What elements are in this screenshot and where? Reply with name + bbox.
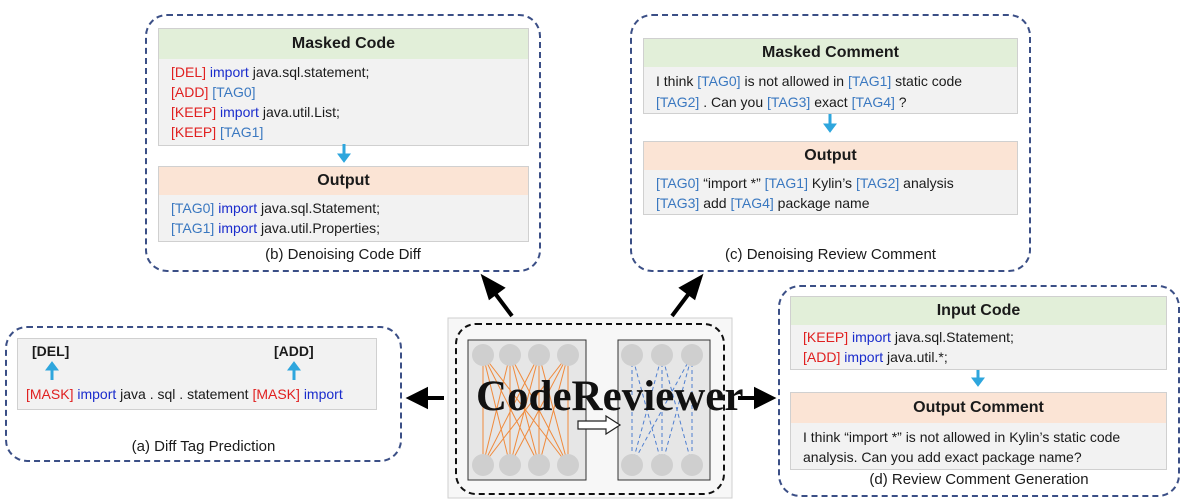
output-header: Output <box>159 167 528 195</box>
neuron-node <box>499 454 521 476</box>
decoder-edge <box>661 354 693 466</box>
panel-diff-tag-prediction <box>5 326 402 462</box>
output-code-box: Output [TAG0] import java.sql.Statement;… <box>158 166 529 242</box>
encoder-edge <box>482 354 540 466</box>
comment-line: [TAG0] “import *” [TAG1] Kylin’s [TAG2] … <box>656 175 954 191</box>
neuron-node <box>621 344 643 366</box>
code-line: [ADD] import java.util.*; <box>803 349 948 365</box>
code-line: [DEL] import java.sql.statement; <box>171 64 370 80</box>
comment-line: I think [TAG0] is not allowed in [TAG1] … <box>656 73 963 89</box>
code-line: [ADD] [TAG0] <box>171 84 256 100</box>
decoder-edges <box>631 354 693 466</box>
comment-line: I think “import *” is not allowed in Kyl… <box>803 429 1121 445</box>
panel-denoising-code-diff <box>145 14 541 272</box>
decoder-edge <box>631 354 663 466</box>
caption-d: (d) Review Comment Generation <box>869 471 1089 488</box>
blue-arrows <box>45 114 985 387</box>
neuron-node <box>499 344 521 366</box>
output-comment-header: Output Comment <box>791 393 1166 423</box>
masked-comment-header: Masked Comment <box>644 39 1017 67</box>
arrow-to-c <box>670 290 692 318</box>
neuron-node <box>681 344 703 366</box>
add-label: [ADD] <box>274 343 314 359</box>
output-comment-tags-box: Output [TAG0] “import *” [TAG1] Kylin’s … <box>643 141 1018 215</box>
neuron-node <box>557 454 579 476</box>
masked-sequence: [MASK] import java . sql . statement [MA… <box>26 386 343 402</box>
encoder-edge <box>509 354 540 466</box>
encoder-to-decoder-arrow <box>577 414 622 436</box>
arrow-to-b <box>492 290 514 318</box>
code-line: [TAG0] import java.sql.Statement; <box>171 200 381 216</box>
code-line: [KEEP] import java.util.List; <box>171 104 340 120</box>
panel-review-comment-generation <box>778 285 1180 497</box>
neuron-node <box>528 454 550 476</box>
encoder-edge <box>509 354 569 466</box>
neuron-node <box>557 344 579 366</box>
neuron-node <box>681 454 703 476</box>
panel-denoising-review-comment <box>630 14 1031 272</box>
del-label: [DEL] <box>32 343 70 359</box>
neuron-node <box>472 454 494 476</box>
comment-line: [TAG3] add [TAG4] package name <box>656 195 870 211</box>
neuron-node <box>651 344 673 366</box>
center-dashed-frame <box>455 323 725 495</box>
encoder-edge <box>482 354 511 466</box>
masked-comment-box: Masked Comment I think [TAG0] is not all… <box>643 38 1018 114</box>
encoder-edge <box>482 354 569 466</box>
neuron-node <box>651 454 673 476</box>
neuron-node <box>621 454 643 476</box>
caption-a: (a) Diff Tag Prediction <box>131 438 276 455</box>
code-line: [TAG1] import java.util.Properties; <box>171 220 381 236</box>
neuron-node <box>472 344 494 366</box>
output-comment-box: Output Comment I think “import *” is not… <box>790 392 1167 470</box>
input-code-header: Input Code <box>791 297 1166 325</box>
code-line: [KEEP] import java.sql.Statement; <box>803 329 1014 345</box>
neuron-node <box>528 344 550 366</box>
caption-b: (b) Denoising Code Diff <box>265 246 421 263</box>
input-code-box: Input Code [KEEP] import java.sql.Statem… <box>790 296 1167 370</box>
masked-code-header: Masked Code <box>159 29 528 59</box>
diff-tag-box: [DEL] [ADD] [MASK] import java . sql . s… <box>17 338 377 410</box>
comment-line: [TAG2] . Can you [TAG3] exact [TAG4] ? <box>656 94 907 110</box>
output-header: Output <box>644 142 1017 170</box>
black-arrows <box>405 273 777 410</box>
caption-c: (c) Denoising Review Comment <box>725 246 936 263</box>
code-line: [KEEP] [TAG1] <box>171 124 264 140</box>
neuron-nodes <box>472 344 703 476</box>
encoder-edge <box>538 354 569 466</box>
comment-line: analysis. Can you add exact package name… <box>803 449 1082 465</box>
codereviewer-title: CodeReviewer <box>476 373 744 420</box>
encoder-edges <box>482 354 569 466</box>
